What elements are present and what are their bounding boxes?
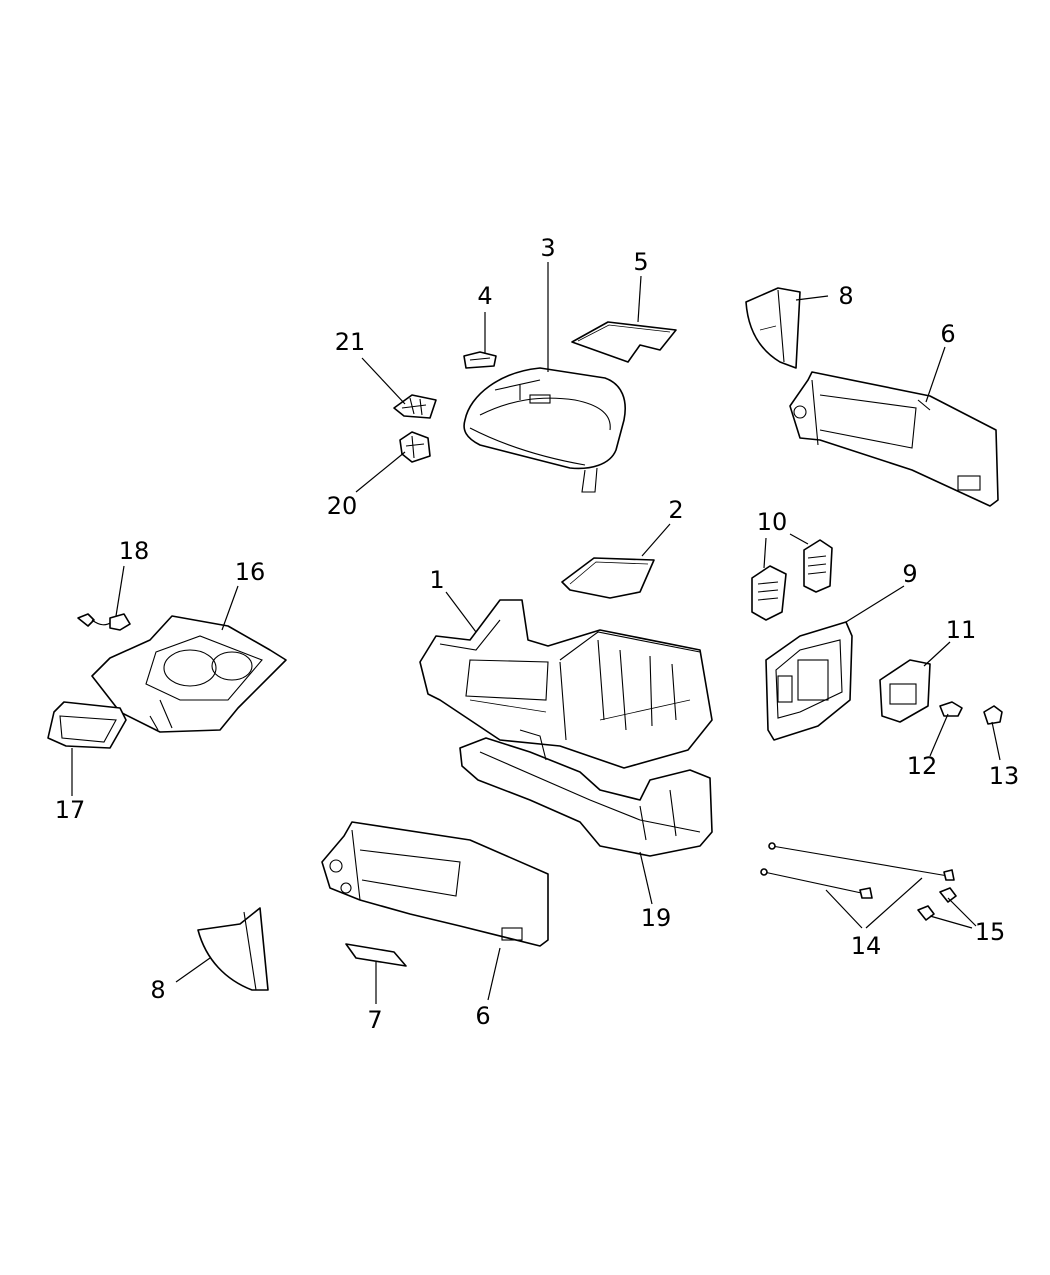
leader-2: [641, 523, 671, 557]
part-20-latch-mechanism: [399, 431, 431, 463]
callout-14: 14: [851, 932, 882, 960]
part-8-end-cap-upper: [745, 287, 801, 369]
callout-5: 5: [633, 248, 648, 276]
callout-3: 3: [540, 234, 555, 262]
part-1-console-base: [419, 599, 713, 769]
leader-5: [637, 275, 642, 323]
callout-20: 20: [327, 492, 358, 520]
leader-21: [361, 357, 406, 405]
part-13-switch: [983, 705, 1003, 725]
leader-8-upper: [795, 295, 829, 301]
leader-8-lower: [175, 957, 211, 983]
callout-9: 9: [902, 560, 917, 588]
part-2-tray-mat: [561, 557, 655, 599]
part-14-wire-harnesses: [760, 842, 955, 899]
callout-2: 2: [668, 496, 683, 524]
callout-17: 17: [55, 796, 86, 824]
leader-10a: [763, 537, 767, 569]
leader-18: [115, 565, 125, 617]
part-4-latch: [463, 351, 497, 369]
leader-1: [445, 591, 477, 633]
leader-14: [825, 877, 923, 929]
leader-15: [929, 897, 977, 929]
part-19-floor-duct: [459, 729, 713, 857]
callout-10: 10: [757, 508, 788, 536]
part-7-trim-strip: [345, 943, 407, 967]
callout-6-lower: 6: [475, 1002, 490, 1030]
part-11-bracket-plate: [879, 659, 931, 723]
part-6-side-panel-right: [789, 371, 999, 507]
leader-19: [639, 851, 653, 905]
callout-7: 7: [367, 1006, 382, 1034]
callout-16: 16: [235, 558, 266, 586]
callout-19: 19: [641, 904, 672, 932]
leader-6-lower: [487, 947, 501, 1001]
leader-16: [221, 585, 239, 631]
callout-21: 21: [335, 328, 366, 356]
part-6-side-panel-left: [321, 821, 549, 947]
callout-12: 12: [907, 752, 938, 780]
leader-11: [923, 641, 951, 667]
callout-13: 13: [989, 762, 1020, 790]
callout-18: 18: [119, 537, 150, 565]
part-21-hinge: [393, 394, 437, 419]
leader-13: [991, 721, 1001, 761]
callout-15: 15: [975, 918, 1006, 946]
callout-8-lower: 8: [150, 976, 165, 1004]
leader-20: [355, 451, 406, 493]
part-18-harness-connector: [77, 613, 131, 631]
callout-11: 11: [946, 616, 977, 644]
part-10-vents: [751, 539, 833, 621]
leader-10b: [789, 533, 809, 545]
part-17-tray-insert: [47, 701, 127, 749]
part-3-armrest-lid: [463, 367, 626, 493]
callout-4: 4: [477, 282, 492, 310]
part-8-end-cap-lower: [197, 907, 269, 991]
leader-12: [929, 713, 949, 757]
leader-lines: [71, 262, 1001, 1004]
leader-6-upper: [925, 346, 946, 403]
callout-8-upper: 8: [838, 282, 853, 310]
part-5-lid-mat: [571, 321, 677, 363]
part-15-clips: [917, 887, 957, 921]
callout-6-upper: 6: [940, 320, 955, 348]
part-16-cupholder-bezel: [91, 615, 287, 733]
part-12-connector: [939, 701, 963, 717]
callout-labels: 3 5 4 21 20 8 6 2 1 10 9 11 12 13 18 16 …: [55, 234, 1020, 1034]
leader-9: [845, 585, 905, 623]
callout-1: 1: [429, 566, 444, 594]
part-9-rear-bezel: [765, 621, 853, 741]
